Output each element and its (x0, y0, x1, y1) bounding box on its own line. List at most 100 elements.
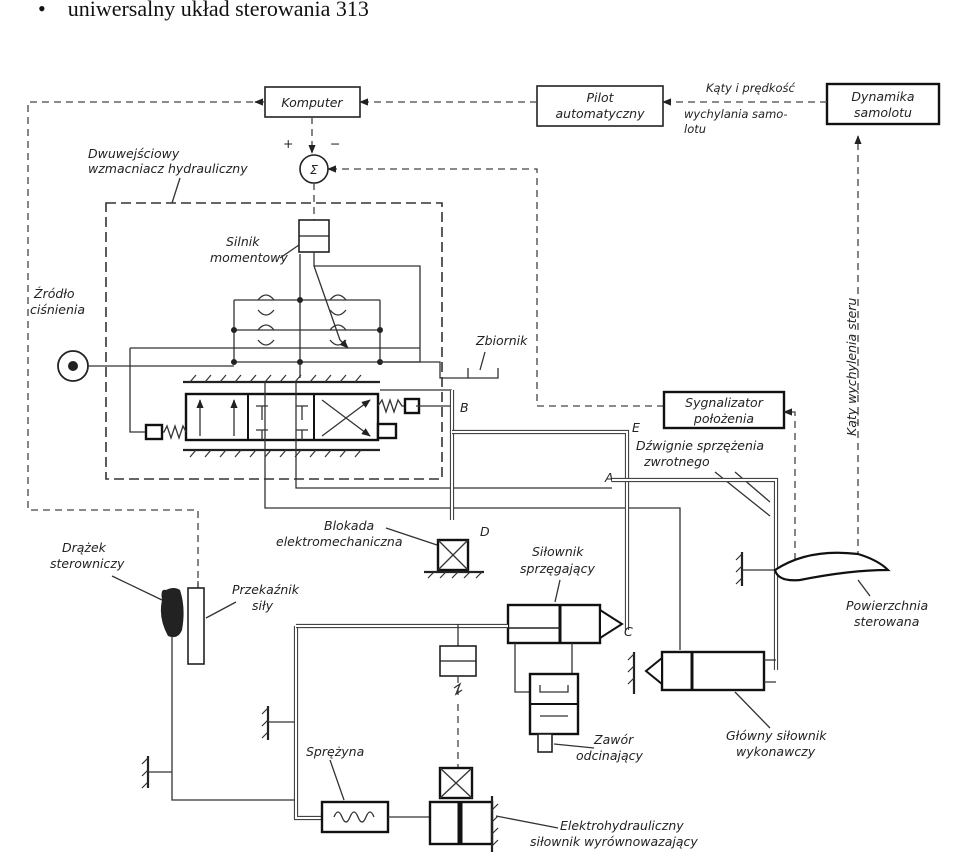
point-a-label: A (604, 470, 614, 485)
ground-left-upper (261, 706, 296, 740)
electromechanical-interlock (424, 538, 484, 579)
spool-valve (183, 374, 380, 458)
stick-label-1: Drążek (62, 540, 107, 555)
main-actuator-pointer (734, 691, 771, 729)
angles-label-3: lotu (684, 122, 706, 136)
dynamics-label-1: Dynamika (851, 89, 914, 104)
surface-pointer (857, 579, 871, 597)
force-relay-pointer (205, 601, 237, 619)
angles-label-1: Kąty i prędkość (706, 81, 795, 95)
point-c-label: C (624, 624, 633, 639)
autopilot-box: Pilot automatyczny (536, 85, 664, 127)
cutoff-valve (514, 643, 580, 753)
ground-left-lower (141, 756, 172, 789)
computer-label: Komputer (281, 95, 343, 110)
coupling-rod-inner (452, 431, 628, 630)
stick-pointer (111, 575, 163, 601)
pressure-source-label-2: ciśnienia (30, 302, 85, 317)
stick-to-computer-line (27, 101, 265, 588)
pressure-source-label-1: Źródło (33, 286, 75, 301)
coupling-actuator-label-2: sprzęgający (520, 561, 595, 576)
solenoid (439, 645, 477, 677)
autopilot-label-2: automatyczny (555, 106, 645, 121)
summation-node: Σ (299, 154, 329, 184)
force-relay-label-2: siły (252, 598, 274, 613)
control-system-diagram: Komputer Pilot automatyczny Kąty i prędk… (27, 81, 941, 852)
hydraulic-amplifier-enclosure (105, 202, 443, 480)
tank (467, 351, 499, 379)
coupling-actuator-label-1: Siłownik (532, 544, 584, 559)
signalizer-label-1: Sygnalizator (685, 395, 764, 410)
feedback-lever-inner (612, 479, 777, 670)
spring-box (320, 800, 430, 834)
angles-label-2: wychylania samo- (684, 107, 787, 121)
bullet-marker: • (38, 0, 46, 21)
torque-motor-label-2: momentowy (210, 250, 288, 265)
position-signalizer-box: Sygnalizator położenia (662, 390, 786, 430)
balancer-label-2: siłownik wyrównowazający (530, 834, 698, 849)
amplifier-pointer (171, 177, 181, 204)
left-spring (146, 423, 187, 441)
sigma-symbol: Σ (310, 162, 318, 177)
coupling-actuator-pointer (554, 579, 561, 603)
surface-label-1: Powierzchnia (846, 598, 928, 613)
slide-heading: • uniwersalny układ sterowania 313 (38, 0, 369, 22)
surface-to-signalizer-line (783, 408, 796, 560)
hydraulic-bridge (231, 252, 421, 378)
cutoff-valve-label-1: Zawór (593, 732, 634, 747)
electrohydraulic-balancer (428, 766, 499, 852)
surface-label-2: sterowana (854, 614, 919, 629)
interlock-label-1: Blokada (324, 518, 374, 533)
aircraft-dynamics-box: Dynamika samolotu (825, 82, 941, 126)
torque-motor-label-1: Silnik (226, 234, 260, 249)
pressure-spring-line (129, 348, 146, 433)
feedback-levers-label-2: zwrotnego (643, 454, 710, 469)
spring-rod-inner (295, 626, 322, 819)
point-e-label: E (632, 420, 640, 435)
torque-motor-pointer (279, 244, 300, 259)
balancer-label-1: Elektrohydrauliczny (560, 818, 684, 833)
interlock-pointer (385, 527, 441, 547)
heading-text: uniwersalny układ sterowania 313 (67, 0, 369, 21)
spring-rod (293, 626, 322, 821)
coupling-actuator (506, 603, 624, 645)
plus-sign: + (283, 136, 293, 151)
torque-motor (298, 219, 330, 253)
dynamics-label-2: samolotu (854, 105, 912, 120)
angles-speed-label: Kąty i prędkość wychylania samo- lotu (684, 81, 795, 136)
control-stick (160, 587, 296, 801)
right-spring (377, 397, 416, 415)
force-relay-label-1: Przekaźnik (232, 582, 300, 597)
point-b-label: B (460, 400, 469, 415)
balancer-pointer (495, 815, 559, 829)
stick-label-2: sterowniczy (50, 556, 125, 571)
amplifier-label-1: Dwuwejściowy (88, 146, 180, 161)
coupling-rod (452, 429, 630, 630)
tank-label: Zbiornik (475, 333, 528, 348)
main-actuator-label-2: wykonawczy (736, 744, 816, 759)
spring-pointer (329, 759, 345, 801)
main-actuator (627, 650, 776, 694)
cutoff-valve-pointer (553, 743, 595, 749)
amplifier-label-2: wzmacniacz hydrauliczny (88, 161, 248, 176)
feedback-levers-label-1: Dźwignie sprzężenia (636, 438, 764, 453)
spring-label: Sprężyna (306, 744, 364, 759)
spool-to-linkage-line (295, 382, 612, 489)
control-surface (735, 551, 891, 586)
cutoff-valve-label-2: odcinający (576, 748, 644, 763)
computer-box: Komputer (264, 86, 361, 118)
lightning-icon (453, 682, 463, 696)
main-actuator-label-1: Główny siłownik (726, 728, 827, 743)
left-spring-cap (144, 423, 164, 441)
spool-to-main-actuator-line-1 (264, 382, 681, 650)
rudder-angles-label: Kąty wychylenia steru (844, 298, 859, 436)
minus-sign: − (330, 136, 340, 151)
return-line (380, 361, 468, 379)
point-d-label: D (480, 524, 490, 539)
right-actuator-cap (376, 422, 398, 440)
position-feedback-line (327, 165, 664, 407)
autopilot-label-1: Pilot (586, 90, 614, 105)
pressure-source (57, 350, 89, 382)
signalizer-label-2: położenia (693, 411, 754, 426)
interlock-label-2: elektromechaniczna (276, 534, 403, 549)
